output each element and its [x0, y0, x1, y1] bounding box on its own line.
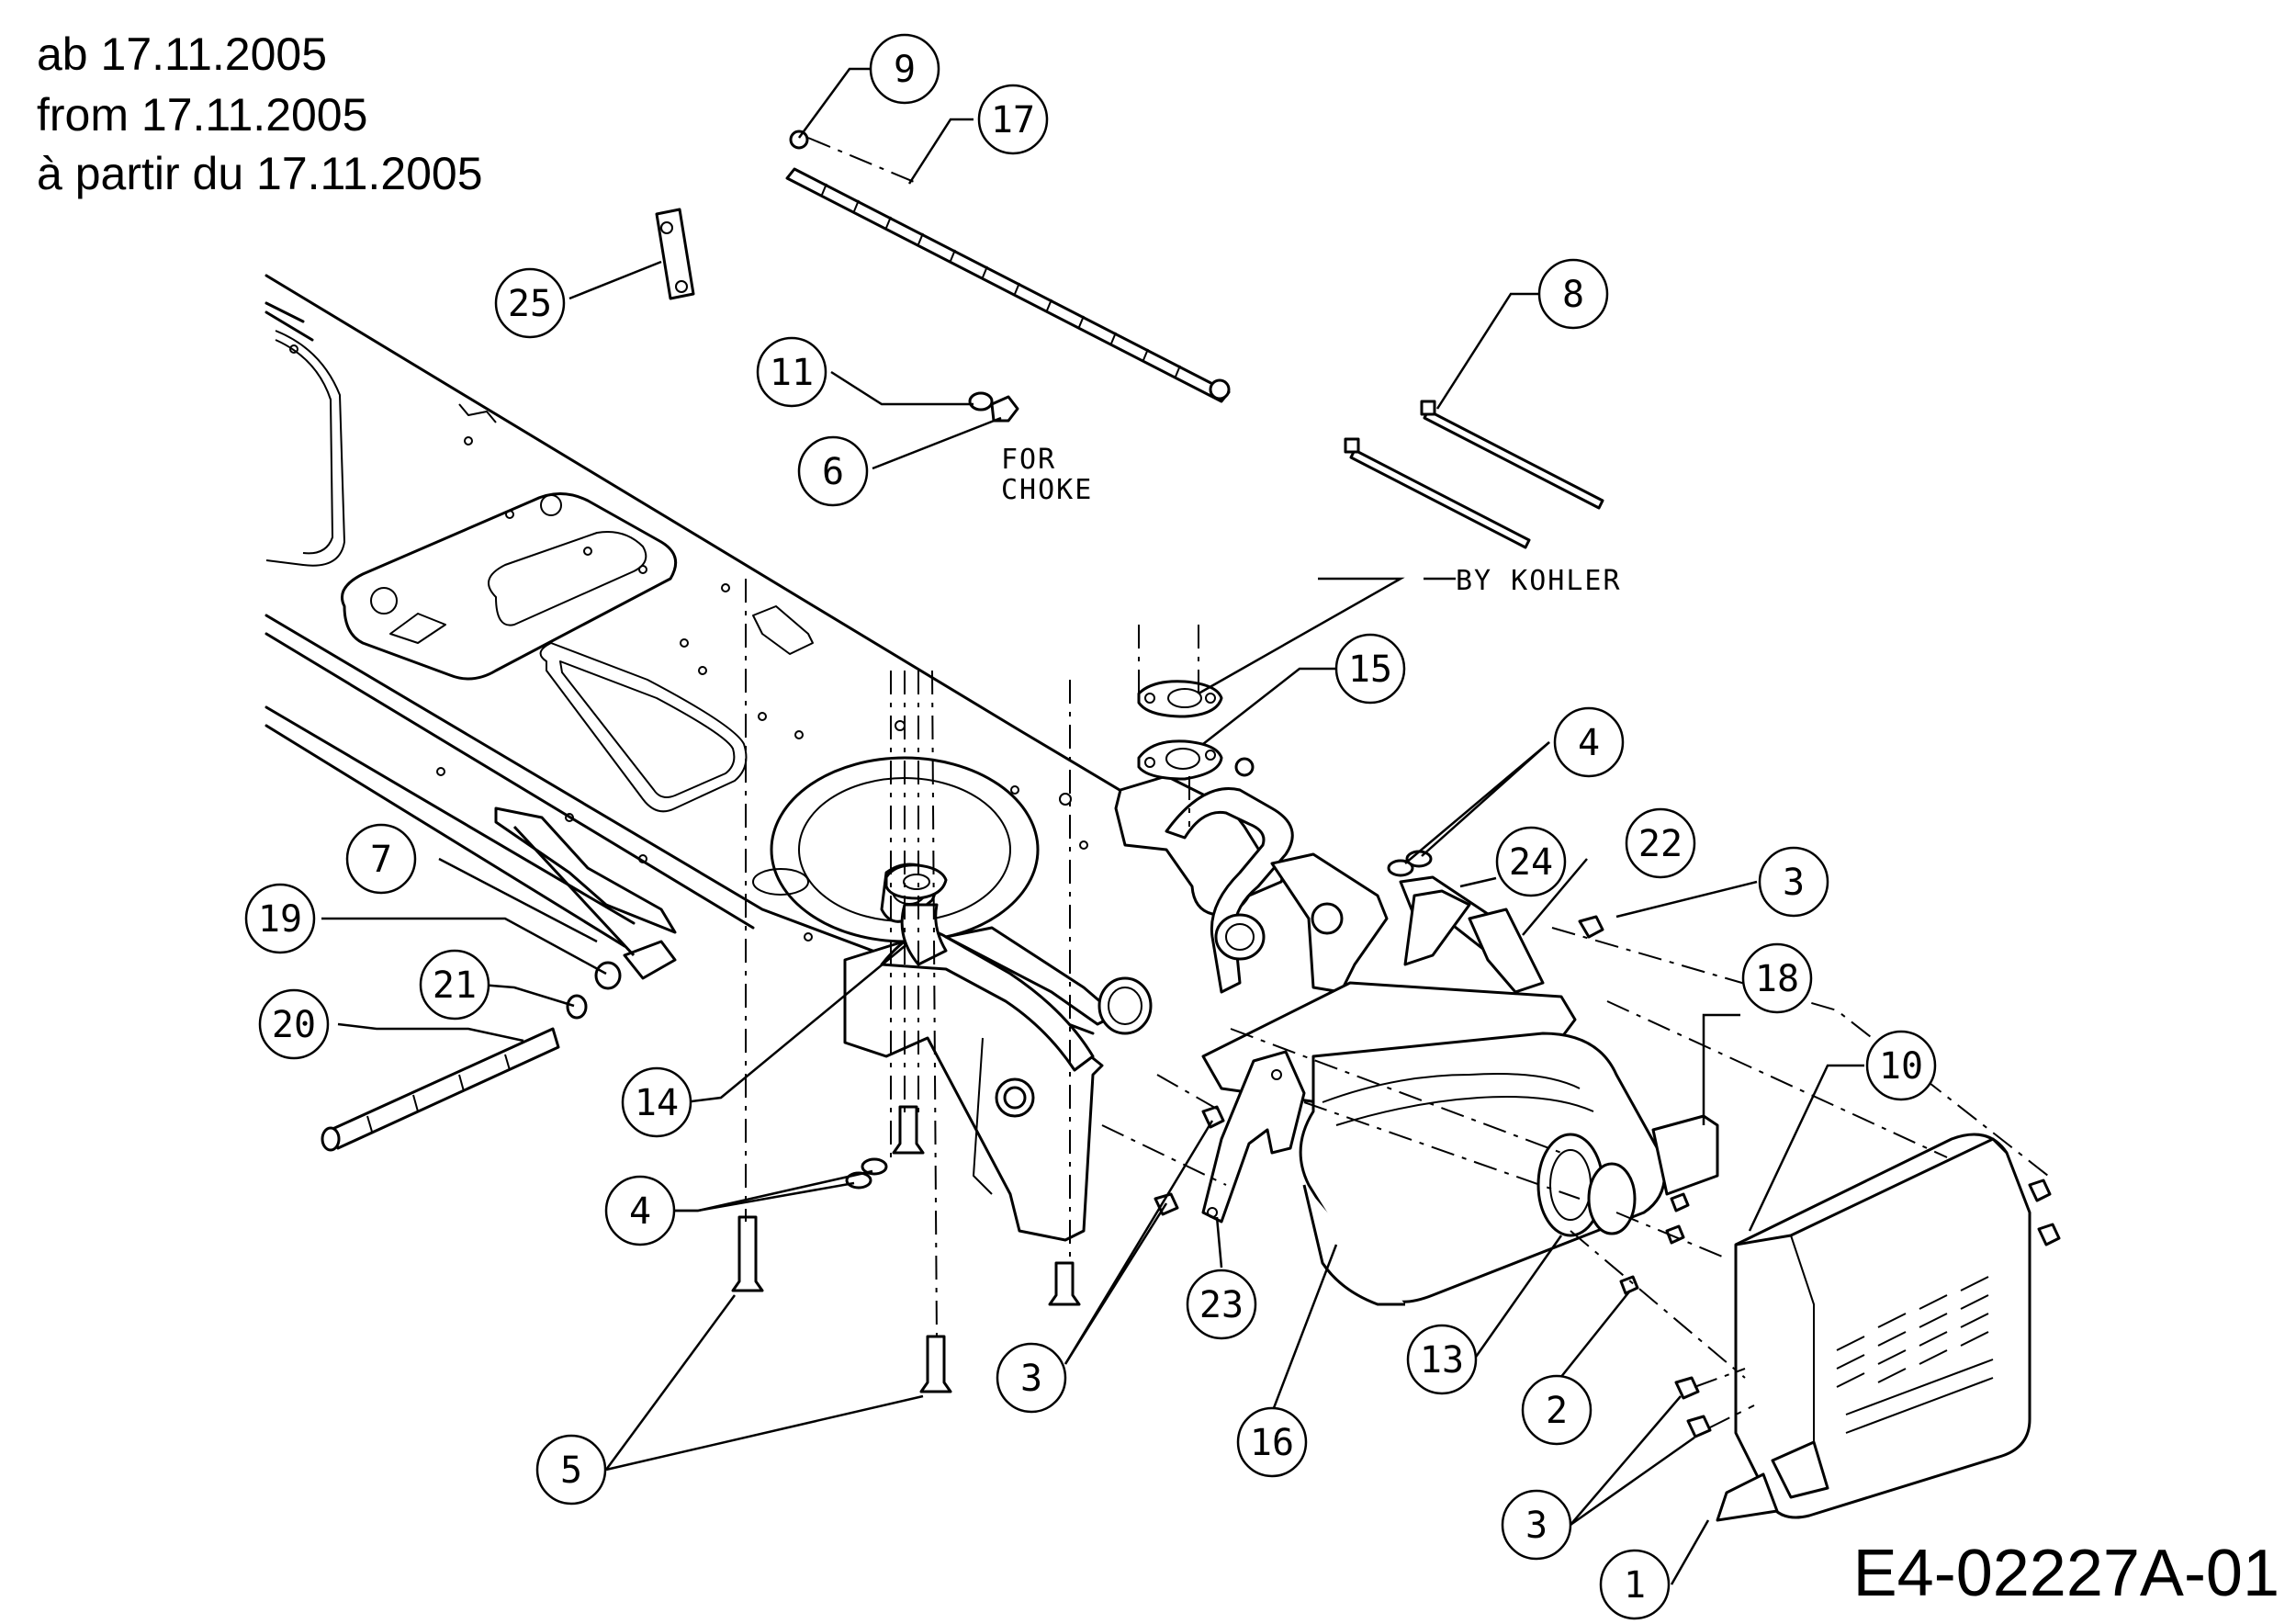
callout-circle [535, 1434, 607, 1506]
callout-circle [1495, 826, 1567, 897]
callout-label: 8 [1562, 274, 1584, 316]
callout-label: 2 [1546, 1390, 1568, 1432]
callout-label: 1 [1624, 1564, 1646, 1607]
muffler-guard [1716, 1133, 2032, 1522]
exhaust-gasket [1137, 680, 1223, 718]
callout-10: 10 [1865, 1030, 1937, 1101]
callout-5: 5 [535, 1434, 607, 1506]
callout-label: 17 [991, 99, 1035, 141]
callout-label: 19 [258, 898, 302, 941]
callout-label: 5 [560, 1449, 582, 1492]
callout-label: 4 [629, 1190, 651, 1233]
callout-label: 4 [1578, 722, 1600, 764]
callout-label: 25 [508, 283, 552, 325]
callout-6: 6 [797, 435, 869, 507]
callout-label: 3 [1783, 862, 1805, 904]
callout-label: 22 [1638, 823, 1683, 865]
callout-circle [1599, 1549, 1671, 1620]
callout-circle [345, 823, 417, 895]
callout-label: 3 [1525, 1505, 1548, 1547]
callout-circle [604, 1175, 676, 1246]
callout-circle [244, 883, 316, 954]
note-by-kohler: BY KOHLER [1456, 565, 1622, 597]
callout-circle [1521, 1374, 1593, 1446]
callout-circle [1553, 706, 1625, 778]
muffler-brackets [1201, 875, 1545, 1224]
callout-circle [419, 949, 490, 1021]
date-line-de: ab 17.11.2005 [37, 28, 328, 80]
callout-23: 23 [1186, 1269, 1257, 1340]
callout-9: 9 [869, 33, 940, 105]
callout-18: 18 [1741, 942, 1813, 1014]
callout-7: 7 [345, 823, 417, 895]
callout-label: 9 [894, 49, 916, 91]
callout-circle [756, 336, 827, 408]
callout-circle [869, 33, 940, 105]
callout-circle [996, 1342, 1067, 1414]
drawing-code: E4-02227A-01 [1852, 1537, 2279, 1610]
callout-label: 21 [433, 964, 477, 1007]
callout-label: 6 [822, 451, 844, 493]
callout-19: 19 [244, 883, 316, 954]
callout-circle [621, 1066, 692, 1138]
callout-label: 7 [370, 839, 392, 881]
leader-lines [321, 67, 1864, 1585]
callout-14: 14 [621, 1066, 692, 1138]
callout-circle [1334, 633, 1406, 705]
date-line-fr: à partir du 17.11.2005 [37, 148, 483, 199]
callout-11: 11 [756, 336, 827, 408]
assembly-lines [745, 137, 2049, 1429]
callout-label: 20 [272, 1004, 316, 1046]
callout-circle [1741, 942, 1813, 1014]
callout-label: 15 [1348, 648, 1392, 691]
note-choke: CHOKE [1001, 474, 1093, 506]
callout-circle [1501, 1489, 1572, 1561]
callout-17: 17 [977, 84, 1049, 155]
callout-circle [258, 988, 330, 1060]
callout-3: 3 [1758, 846, 1829, 918]
callout-25: 25 [494, 267, 566, 339]
callout-circle [1625, 807, 1696, 879]
callout-label: 3 [1020, 1358, 1042, 1400]
callout-label: 16 [1250, 1422, 1294, 1464]
callout-21: 21 [419, 949, 490, 1021]
callout-label: 14 [635, 1082, 679, 1124]
hardware [321, 130, 2061, 1438]
callout-2: 2 [1521, 1374, 1593, 1446]
callout-label: 18 [1755, 958, 1799, 1000]
callout-15: 15 [1334, 633, 1406, 705]
callout-13: 13 [1406, 1324, 1478, 1395]
callout-circle [1758, 846, 1829, 918]
callout-8: 8 [1537, 258, 1609, 330]
callout-label: 11 [770, 352, 814, 394]
note-for: FOR [1001, 444, 1056, 476]
callout-circle [977, 84, 1049, 155]
callout-20: 20 [258, 988, 330, 1060]
callout-label: 23 [1199, 1284, 1244, 1326]
callout-1: 1 [1599, 1549, 1671, 1620]
callout-16: 16 [1236, 1406, 1308, 1478]
callout-circle [1186, 1269, 1257, 1340]
callout-24: 24 [1495, 826, 1567, 897]
callout-22: 22 [1625, 807, 1696, 879]
callout-label: 24 [1509, 841, 1553, 884]
callout-circle [1406, 1324, 1478, 1395]
callout-circle [1865, 1030, 1937, 1101]
callout-circle [1236, 1406, 1308, 1478]
callout-3: 3 [1501, 1489, 1572, 1561]
callout-label: 10 [1879, 1045, 1923, 1088]
callout-3: 3 [996, 1342, 1067, 1414]
callout-4: 4 [604, 1175, 676, 1246]
callout-circle [797, 435, 869, 507]
callout-circle [1537, 258, 1609, 330]
date-line-en: from 17.11.2005 [37, 89, 368, 141]
callout-label: 13 [1420, 1339, 1464, 1382]
exhaust-manifold [843, 680, 1389, 1242]
exhaust-gasket-2 [1137, 739, 1223, 781]
callout-4: 4 [1553, 706, 1625, 778]
callout-circle [494, 267, 566, 339]
